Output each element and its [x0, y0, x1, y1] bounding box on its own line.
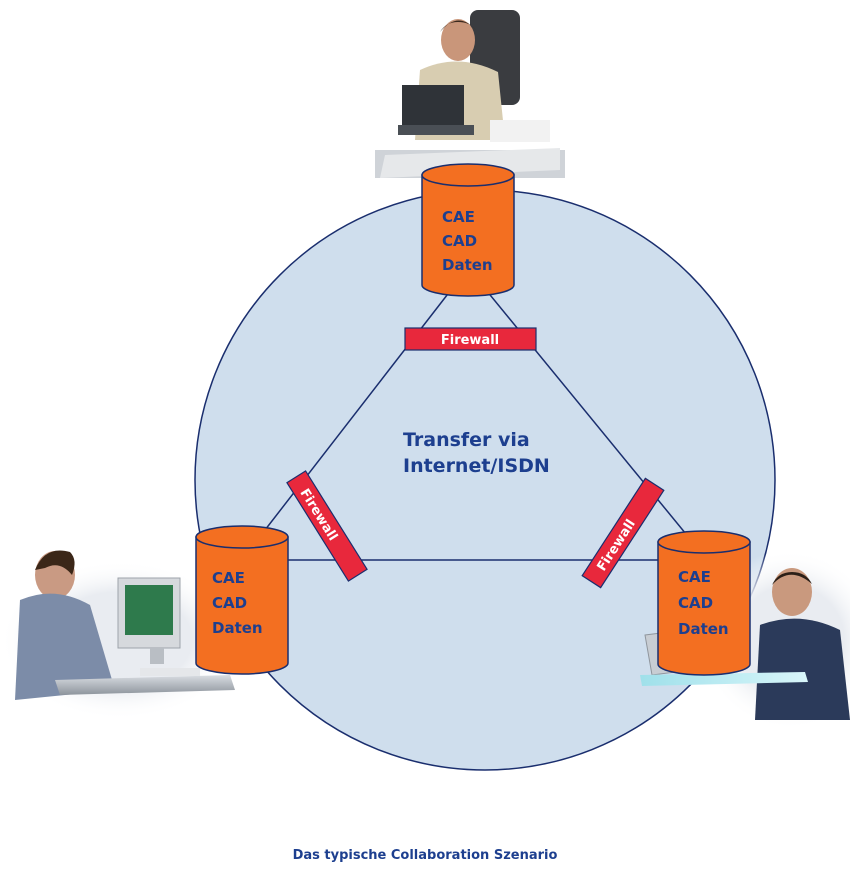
- center-label-line-1: Transfer via: [403, 429, 530, 451]
- diagram-caption: Das typische Collaboration Szenario: [292, 848, 558, 863]
- database-top-line-2: CAD: [442, 232, 477, 250]
- person-top-photo: [375, 10, 565, 178]
- database-left-line-3: Daten: [212, 619, 263, 637]
- person-left-photo: [0, 550, 240, 720]
- database-left: CAE CAD Daten: [195, 525, 289, 675]
- database-right: CAE CAD Daten: [657, 530, 751, 676]
- database-top: CAE CAD Daten: [421, 163, 515, 297]
- database-top-line-1: CAE: [442, 208, 475, 226]
- database-right-line-1: CAE: [678, 568, 711, 586]
- database-left-line-2: CAD: [212, 594, 247, 612]
- database-right-line-2: CAD: [678, 594, 713, 612]
- center-label-line-2: Internet/ISDN: [403, 455, 550, 477]
- database-top-line-3: Daten: [442, 256, 493, 274]
- firewall-top: Firewall: [404, 327, 537, 351]
- database-right-line-3: Daten: [678, 620, 729, 638]
- firewall-top-label: Firewall: [441, 333, 499, 348]
- database-left-line-1: CAE: [212, 569, 245, 587]
